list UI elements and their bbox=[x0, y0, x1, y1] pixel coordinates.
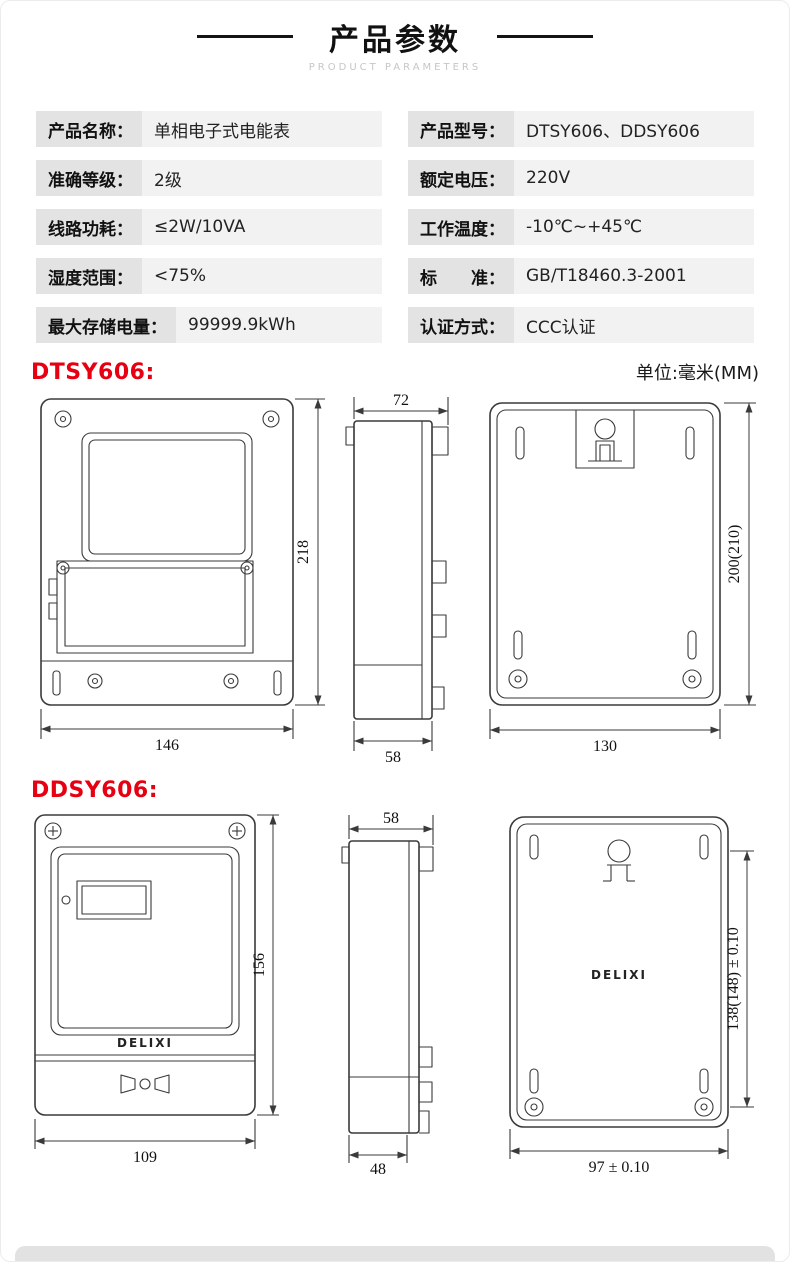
ddsy606-front-width-dim: 109 bbox=[133, 1149, 157, 1166]
ddsy606-drawings: DELIXI 109 156 58 bbox=[1, 803, 789, 1177]
dtsy606-front-width-dim: 146 bbox=[155, 737, 179, 754]
page-title: 产品参数 bbox=[329, 23, 461, 58]
section-label-ddsy606: DDSY606: bbox=[31, 778, 159, 803]
ddsy606-back-view: DELIXI 97 ± 0.10 138(148) ± 0.10 bbox=[509, 816, 754, 1176]
header: 产品参数 PRODUCT PARAMETERS bbox=[1, 15, 789, 73]
ddsy606-side-bottom-dim: 48 bbox=[370, 1161, 386, 1177]
spec-label: 湿度范围： bbox=[36, 258, 142, 294]
spec-row-max-storage-energy: 最大存储电量： 99999.9kWh bbox=[36, 307, 382, 343]
spec-value: ≤2W/10VA bbox=[142, 209, 382, 245]
header-line-right bbox=[497, 34, 594, 38]
title-wrap: 产品参数 PRODUCT PARAMETERS bbox=[309, 15, 481, 73]
spec-label: 标 准： bbox=[408, 258, 514, 294]
ddsy606-front-brand: DELIXI bbox=[117, 1036, 173, 1050]
spec-row-working-temperature: 工作温度： -10℃~+45℃ bbox=[408, 209, 754, 245]
spec-value: 220V bbox=[514, 160, 754, 196]
ddsy606-back-brand: DELIXI bbox=[591, 968, 647, 982]
spec-row-accuracy-class: 准确等级： 2级 bbox=[36, 160, 382, 196]
dtsy606-side-view: 72 58 bbox=[345, 392, 449, 766]
unit-note: 单位:毫米(MM) bbox=[635, 363, 759, 384]
dtsy606-side-top-dim: 72 bbox=[393, 392, 409, 409]
next-section-edge bbox=[15, 1246, 775, 1261]
dtsy606-back-width-dim: 130 bbox=[593, 738, 617, 755]
spec-row-product-name: 产品名称： 单相电子式电能表 bbox=[36, 111, 382, 147]
spec-value: CCC认证 bbox=[514, 307, 754, 343]
spec-label: 产品名称： bbox=[36, 111, 142, 147]
spec-row-rated-voltage: 额定电压： 220V bbox=[408, 160, 754, 196]
spec-row-certification: 认证方式： CCC认证 bbox=[408, 307, 754, 343]
spec-label: 产品型号： bbox=[408, 111, 514, 147]
spec-label: 最大存储电量： bbox=[36, 307, 176, 343]
ddsy606-back-width-dim: 97 ± 0.10 bbox=[589, 1159, 650, 1176]
ddsy606-front-height-dim: 156 bbox=[251, 953, 268, 977]
spec-row-product-model: 产品型号： DTSY606、DDSY606 bbox=[408, 111, 754, 147]
spec-value: 99999.9kWh bbox=[176, 307, 382, 343]
spec-row-line-power-consumption: 线路功耗： ≤2W/10VA bbox=[36, 209, 382, 245]
spec-table: 产品名称： 单相电子式电能表 产品型号： DTSY606、DDSY606 准确等… bbox=[36, 111, 754, 343]
ddsy606-section-header: DDSY606: bbox=[31, 778, 759, 803]
spec-row-standard: 标 准： GB/T18460.3-2001 bbox=[408, 258, 754, 294]
spec-value: 单相电子式电能表 bbox=[142, 111, 382, 147]
spec-label: 认证方式： bbox=[408, 307, 514, 343]
dtsy606-back-height-dim: 200(210) bbox=[726, 525, 743, 584]
dtsy606-drawings: 146 218 72 58 bbox=[1, 385, 789, 774]
page-subtitle: PRODUCT PARAMETERS bbox=[308, 62, 482, 73]
spec-value: 2级 bbox=[142, 160, 382, 196]
spec-value: <75% bbox=[142, 258, 382, 294]
spec-value: DTSY606、DDSY606 bbox=[514, 111, 754, 147]
dtsy606-side-bottom-dim: 58 bbox=[385, 749, 401, 766]
spec-label: 工作温度： bbox=[408, 209, 514, 245]
spec-label: 额定电压： bbox=[408, 160, 514, 196]
ddsy606-front-view: DELIXI 109 156 bbox=[34, 814, 279, 1166]
dtsy606-section-header: DTSY606: 单位:毫米(MM) bbox=[31, 359, 759, 385]
spec-value: GB/T18460.3-2001 bbox=[514, 258, 754, 294]
ddsy606-side-top-dim: 58 bbox=[383, 810, 399, 827]
spec-value: -10℃~+45℃ bbox=[514, 209, 754, 245]
dtsy606-front-height-dim: 218 bbox=[295, 540, 312, 564]
ddsy606-side-view: 58 48 bbox=[340, 810, 434, 1177]
spec-row-humidity-range: 湿度范围： <75% bbox=[36, 258, 382, 294]
header-line-left bbox=[196, 34, 293, 38]
spec-label: 线路功耗： bbox=[36, 209, 142, 245]
spec-label: 准确等级： bbox=[36, 160, 142, 196]
dtsy606-front-view: 146 218 bbox=[40, 398, 325, 754]
ddsy606-back-height-dim: 138(148) ± 0.10 bbox=[725, 927, 742, 1030]
section-label-dtsy606: DTSY606: bbox=[31, 360, 155, 385]
dtsy606-back-view: 130 200(210) bbox=[489, 402, 756, 755]
